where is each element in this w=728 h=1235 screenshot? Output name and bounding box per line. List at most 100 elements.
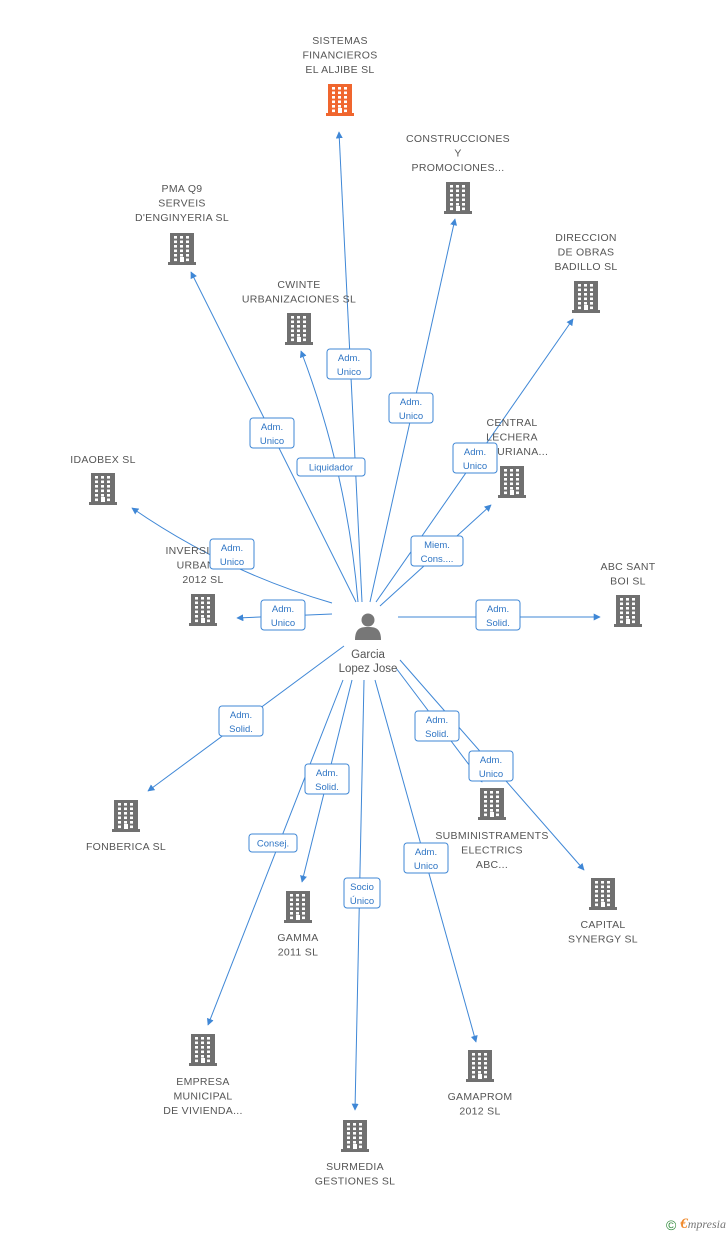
company-name-line: GESTIONES SL	[315, 1176, 396, 1188]
company-name-line: GAMMA	[277, 932, 318, 944]
role-text: Adm.	[426, 715, 448, 726]
building-icon	[341, 1120, 369, 1152]
company-name-line: FONBERICA SL	[86, 841, 166, 853]
role-text: Unico	[260, 436, 284, 447]
company-name-line: BADILLO SL	[554, 261, 617, 273]
building-icon	[478, 788, 506, 820]
company-name-line: BOI SL	[610, 576, 646, 588]
company-name-line: EMPRESA	[176, 1076, 229, 1088]
edge-role-label[interactable]: Consej.	[248, 833, 298, 853]
role-text: Adm.	[230, 710, 252, 721]
company-name-line: SUBMINISTRAMENTS	[435, 830, 548, 842]
company-name-line: CWINTE	[277, 279, 320, 291]
role-text: Adm.	[316, 768, 338, 779]
company-node-surmedia[interactable]: SURMEDIA GESTIONES SL	[315, 1120, 396, 1188]
role-text: Unico	[479, 769, 503, 780]
role-text: Adm.	[415, 847, 437, 858]
person-name-line: Garcia	[351, 649, 385, 661]
company-name-line: 2012 SL	[182, 574, 223, 586]
role-box	[209, 538, 255, 570]
building-icon	[326, 84, 354, 116]
role-text: Unico	[414, 861, 438, 872]
company-node-idaobex[interactable]: IDAOBEX SL	[70, 454, 135, 505]
company-node-direccion[interactable]: DIRECCION DE OBRAS BADILLO SL	[554, 232, 617, 313]
role-text: Consej.	[257, 839, 289, 850]
role-text: Adm.	[338, 353, 360, 364]
company-name-line: PMA Q9	[162, 183, 203, 195]
company-name-line: SURMEDIA	[326, 1161, 384, 1173]
company-node-fonberica[interactable]: FONBERICA SL	[86, 800, 166, 853]
edge-role-label[interactable]: Adm.Unico	[260, 599, 306, 631]
company-name-line: DIRECCION	[555, 232, 617, 244]
company-name-line: DE OBRAS	[558, 247, 615, 259]
edge-role-label[interactable]: Adm. Unico	[468, 750, 514, 782]
company-name-line: ABC...	[476, 859, 508, 871]
company-name-line: CENTRAL	[486, 417, 537, 429]
edge-role-label[interactable]: Liquidador	[296, 457, 366, 477]
edge-role-label[interactable]: Adm.Solid.	[414, 710, 460, 742]
building-icon	[189, 1034, 217, 1066]
company-node-subministraments[interactable]: SUBMINISTRAMENTSELECTRICSABC...	[435, 788, 548, 871]
edge-role-label[interactable]: Adm.Unico	[249, 417, 295, 449]
role-text: Único	[350, 896, 374, 907]
building-icon	[168, 233, 196, 265]
company-name-line: SISTEMAS	[312, 35, 368, 47]
building-icon	[284, 891, 312, 923]
company-name-line: CONSTRUCCIONES	[406, 133, 510, 145]
edge-role-label[interactable]: Adm. Solid.	[475, 599, 521, 631]
role-box	[388, 392, 434, 424]
edge-role-label[interactable]: Adm. Solid.	[218, 705, 264, 737]
person-name-line: Lopez Jose	[339, 663, 398, 675]
role-box	[452, 442, 498, 474]
role-box	[304, 763, 350, 795]
company-name-line: ABC SANT	[601, 561, 656, 573]
building-icon	[285, 313, 313, 345]
building-icon	[89, 473, 117, 505]
role-text: Adm.	[487, 604, 509, 615]
copyright-icon: ©	[665, 1216, 677, 1233]
company-name-line: Y	[454, 148, 461, 160]
role-text: Adm.	[464, 447, 486, 458]
edge-role-label[interactable]: Adm.Unico	[388, 392, 434, 424]
company-name-line: IDAOBEX SL	[70, 454, 135, 466]
role-box	[296, 457, 366, 477]
role-text: Solid.	[486, 618, 510, 629]
edge-role-label[interactable]: Adm.Unico	[209, 538, 255, 570]
building-icon	[498, 466, 526, 498]
company-name-line: SERVEIS	[158, 198, 205, 210]
company-node-abc[interactable]: ABC SANT BOI SL	[601, 561, 656, 627]
edge-role-label[interactable]: Adm. Unico	[452, 442, 498, 474]
role-box	[468, 750, 514, 782]
company-node-construcciones[interactable]: CONSTRUCCIONESYPROMOCIONES...	[406, 133, 510, 214]
role-text: Adm.	[480, 755, 502, 766]
company-node-pma[interactable]: PMA Q9 SERVEIS D'ENGINYERIA SL	[135, 183, 229, 265]
building-icon	[589, 878, 617, 910]
company-name-line: DE VIVIENDA...	[163, 1105, 242, 1117]
role-text: Unico	[463, 461, 487, 472]
building-icon	[572, 281, 600, 313]
edge-labels-layer: Adm.UnicoAdm.UnicoAdm.UnicoLiquidadorAdm…	[209, 348, 521, 909]
footer-brand: © € mpresia	[666, 1216, 726, 1233]
role-text: Unico	[337, 367, 361, 378]
company-name-line: D'ENGINYERIA SL	[135, 212, 229, 224]
brand-logo-text: mpresia	[687, 1217, 726, 1231]
edge-role-label[interactable]: Miem.Cons....	[410, 535, 464, 567]
edge-role-label[interactable]: Adm. Unico	[403, 842, 449, 874]
role-box	[248, 833, 298, 853]
role-box	[414, 710, 460, 742]
role-text: Cons....	[421, 554, 454, 565]
edge-role-label[interactable]: Adm.Solid.	[304, 763, 350, 795]
company-name-line: GAMAPROM	[448, 1091, 513, 1103]
role-text: Solid.	[229, 724, 253, 735]
building-icon	[466, 1050, 494, 1082]
edge-role-label[interactable]: Adm. Unico	[326, 348, 372, 380]
